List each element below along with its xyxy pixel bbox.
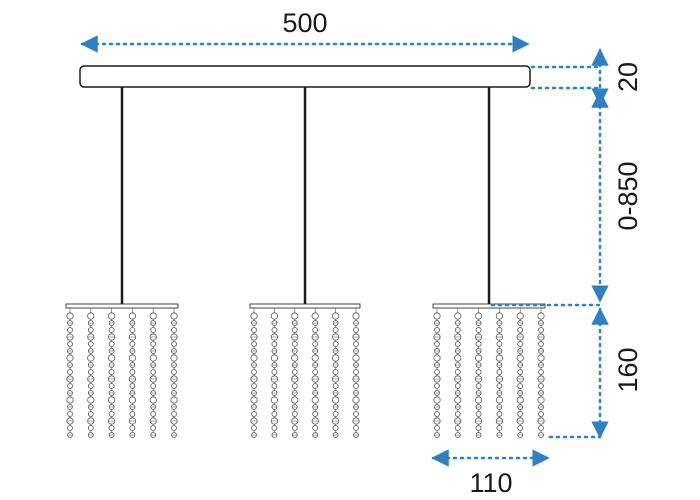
- crystal-strand: [250, 308, 258, 438]
- drop-label: 0-850: [613, 161, 643, 230]
- shade-height-label: 160: [613, 347, 643, 392]
- width-label: 500: [282, 8, 327, 38]
- crystal-strand: [291, 308, 299, 438]
- crystal-strand: [149, 308, 157, 438]
- crystal-strand: [474, 308, 483, 438]
- crystal-strand: [108, 308, 116, 438]
- crystal-strand: [352, 308, 360, 438]
- crystal-strand: [331, 308, 340, 438]
- crystal-strand: [433, 308, 441, 438]
- crystal-strand: [537, 308, 545, 438]
- ceiling-canopy: [79, 65, 531, 88]
- crystal-strand: [170, 308, 178, 438]
- shade-width-label: 110: [469, 468, 512, 498]
- crystal-strand: [66, 308, 74, 438]
- crystal-strand: [128, 308, 136, 438]
- crystal-strand: [516, 308, 524, 438]
- crystal-shades: [65, 303, 546, 438]
- shade-left: [65, 303, 179, 438]
- canopy-height-label: 20: [613, 62, 643, 92]
- shade-center: [249, 303, 361, 438]
- crystal-strand: [270, 308, 278, 438]
- crystal-strand: [311, 308, 319, 438]
- shade-right: [432, 303, 546, 438]
- crystal-strand: [87, 308, 95, 438]
- crystal-strand: [454, 308, 462, 438]
- crystal-strand: [495, 308, 503, 438]
